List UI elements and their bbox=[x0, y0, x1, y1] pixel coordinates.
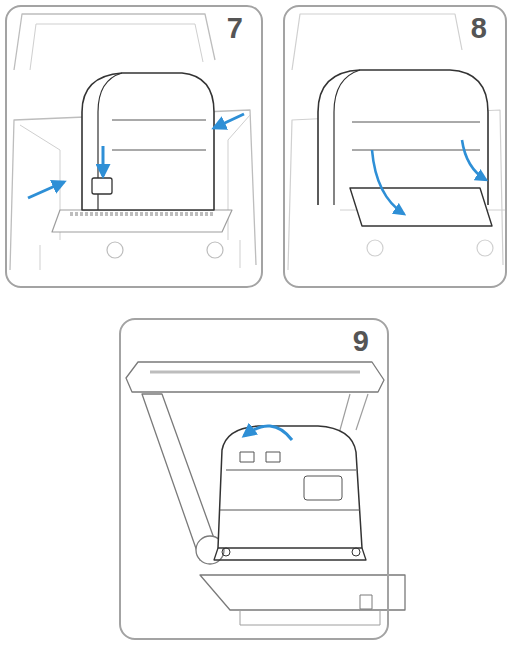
step-number: 9 bbox=[351, 326, 371, 358]
step-number: 7 bbox=[225, 13, 245, 45]
media-feeding-step bbox=[288, 14, 505, 270]
close-cover-step bbox=[126, 362, 405, 625]
step-panel: 9 bbox=[119, 318, 389, 640]
step-panel: 8 bbox=[283, 5, 507, 288]
step-number: 8 bbox=[469, 13, 489, 45]
step-panel: 7 bbox=[5, 5, 263, 288]
media-loading-step bbox=[10, 14, 256, 270]
